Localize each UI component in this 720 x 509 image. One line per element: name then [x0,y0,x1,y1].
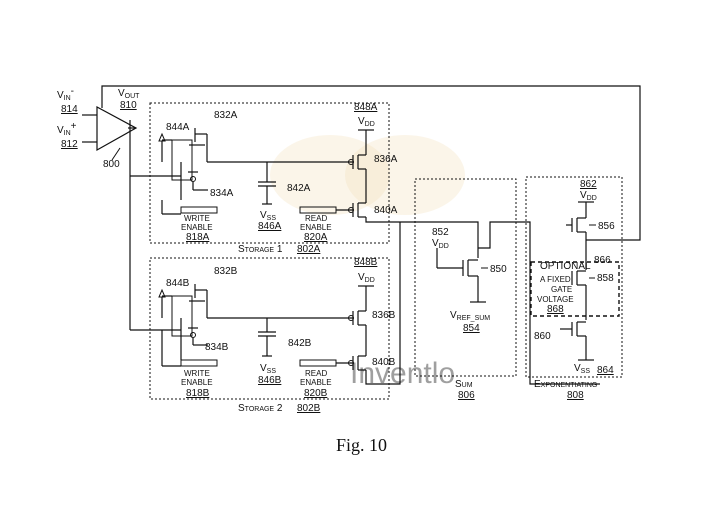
vss-864-label: VSS [574,363,590,375]
read-enable-2-line1: READ [305,369,327,378]
vdd-1-ref: 848A [354,102,378,113]
exponentiating-ref: 808 [567,390,584,401]
sum-boundary [414,178,517,377]
transistor-850-label: 850 [490,264,507,275]
opamp-ref: 800 [103,159,120,170]
transistor-856-label: 856 [598,221,615,232]
read-enable-2-box [299,359,337,367]
fixed-gate-line2: GATE [551,285,572,294]
storage-2-title: Storage 2 [238,403,283,414]
storage-2-boundary [149,257,390,400]
transistor-834b-label: 834B [205,342,229,353]
sum-title: Sum [455,379,473,390]
vdd-862-label: VDD [580,190,597,202]
transistor-832b-label: 832B [214,266,238,277]
transistor-832a-label: 832A [214,110,238,121]
vss-2-ref: 846B [258,375,282,386]
read-enable-2-line2: ENABLE [300,378,332,387]
storage-1-block: 848A VDD 832A 844A 834A 836A 840A 842A V… [149,102,400,255]
optional-ref: 866 [594,255,611,266]
exponentiating-title: Exponentiating [534,379,597,390]
vin-minus-ref: 814 [61,104,78,115]
transistor-836b-label: 836B [372,310,396,321]
storage-2-ref: 802B [297,403,321,414]
vss-1-ref: 846A [258,221,282,232]
feedback-wire [101,85,641,241]
transistor-834a-label: 834A [210,188,234,199]
vdd-1-label: VDD [358,116,375,128]
fixed-gate-line3: VOLTAGE [537,295,574,304]
write-enable-2-line1: WRITE [184,369,210,378]
read-enable-1-line2: ENABLE [300,223,332,232]
read-enable-1-ref: 820A [304,232,328,243]
write-enable-1-box [180,206,218,214]
optional-label: OPTIONAL [540,261,591,272]
transistor-858-label: 858 [597,273,614,284]
opamp: VIN- 814 VIN+ 812 VOUT 810 800 [57,85,641,331]
transistor-844b-label: 844B [166,278,190,289]
transistor-836a-label: 836A [374,154,398,165]
write-enable-2-line2: ENABLE [181,378,213,387]
vref-sum-label: VREF_SUM [450,310,490,322]
vdd-2-label: VDD [358,272,375,284]
capacitor-842b-label: 842B [288,338,312,349]
opamp-triangle [96,105,138,152]
transistor-840b-label: 840B [372,357,396,368]
storage-2-block: 848B VDD 832B 844B 834B 836B 840B 842B V… [149,222,401,414]
exponentiating-boundary [525,176,623,378]
read-enable-1-line1: READ [305,214,327,223]
write-enable-2-ref: 818B [186,388,210,399]
storage-1-ref: 802A [297,244,321,255]
read-enable-2-ref: 820B [304,388,328,399]
vdd-852-label: VDD [432,238,449,250]
write-enable-1-line1: WRITE [184,214,210,223]
vin-plus-label: VIN+ [57,121,77,137]
vdd-2-ref: 848B [354,257,378,268]
storage-1-boundary [149,102,390,244]
exponentiating-block: 862 VDD 856 OPTIONAL 866 858 A FIXED GAT… [525,176,623,401]
capacitor-842a-label: 842A [287,183,311,194]
transistor-840a-label: 840A [374,205,398,216]
vdd-852-ref: 852 [432,227,449,238]
write-enable-1-line2: ENABLE [181,223,213,232]
vout-label: VOUT [118,88,140,100]
vin-plus-ref: 812 [61,139,78,150]
storage-1-title: Storage 1 [238,244,283,255]
optional-region [530,261,620,317]
sum-block: 852 VDD 850 VREF_SUM 854 Sum 806 [400,178,600,401]
transistor-844a-label: 844A [166,122,190,133]
write-enable-2-box [180,359,218,367]
write-enable-1-ref: 818A [186,232,210,243]
vss-864-ref: 864 [597,365,614,376]
transistor-860-label: 860 [534,331,551,342]
vss-1-label: VSS [260,210,276,222]
vdd-862-ref: 862 [580,179,597,190]
vref-sum-ref: 854 [463,323,480,334]
vin-minus-label: VIN- [57,86,74,102]
fixed-gate-ref: 868 [547,304,564,315]
vss-2-label: VSS [260,363,276,375]
sum-ref: 806 [458,390,475,401]
figure-caption: Fig. 10 [336,435,387,455]
fixed-gate-line1: A FIXED [540,275,571,284]
vout-ref: 810 [120,100,137,111]
